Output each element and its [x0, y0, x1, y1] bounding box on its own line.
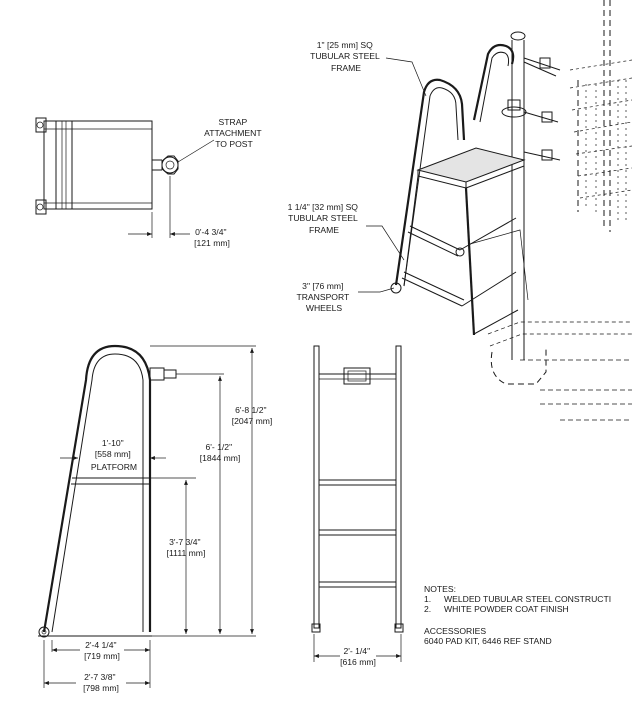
side-view [38, 344, 256, 688]
top-width-label: 0'-4 3/4" [121 mm] [194, 227, 230, 248]
strap-height-label: 6'- 1/2" [1844 mm] [200, 442, 241, 463]
base-inner-label: 2'-4 1/4" [719 mm] [84, 640, 120, 661]
front-view [311, 345, 404, 662]
overall-height-label: 6'-8 1/2" [2047 mm] [232, 405, 273, 426]
platform-label: 1'-10" [558 mm] PLATFORM [91, 438, 137, 472]
notes-block: NOTES: 1. WELDED TUBULAR STEEL CONSTRUCT… [424, 584, 611, 646]
top-view [35, 117, 215, 238]
wall-pattern [569, 0, 632, 232]
note-1-num: 1. [424, 594, 431, 604]
frame2-label: 1 1/4" [32 mm] SQ TUBULAR STEEL FRAME [288, 202, 361, 235]
strap-label: STRAP ATTACHMENT TO POST [204, 117, 264, 149]
wheel-left [390, 282, 402, 294]
wheel-right [455, 247, 465, 257]
accessories-text: 6040 PAD KIT, 6446 REF STAND [424, 636, 552, 646]
note-2-text: WHITE POWDER COAT FINISH [444, 604, 569, 614]
base-outer-label: 2'-7 3/8" [798 mm] [83, 672, 119, 693]
accessories-title: ACCESSORIES [424, 626, 486, 636]
front-width-label: 2'- 1/4" [616 mm] [340, 646, 376, 667]
isometric-view [358, 0, 632, 421]
wheels-label: 3" [76 mm] TRANSPORT WHEELS [296, 281, 351, 313]
platform-height-label: 3'-7 3/4" [1111 mm] [167, 537, 206, 558]
note-2-num: 2. [424, 604, 431, 614]
frame1-label: 1" [25 mm] SQ TUBULAR STEEL FRAME [310, 40, 382, 73]
note-1-text: WELDED TUBULAR STEEL CONSTRUCTI [444, 594, 611, 604]
notes-title: NOTES: [424, 584, 456, 594]
wheel-circle [38, 626, 50, 638]
